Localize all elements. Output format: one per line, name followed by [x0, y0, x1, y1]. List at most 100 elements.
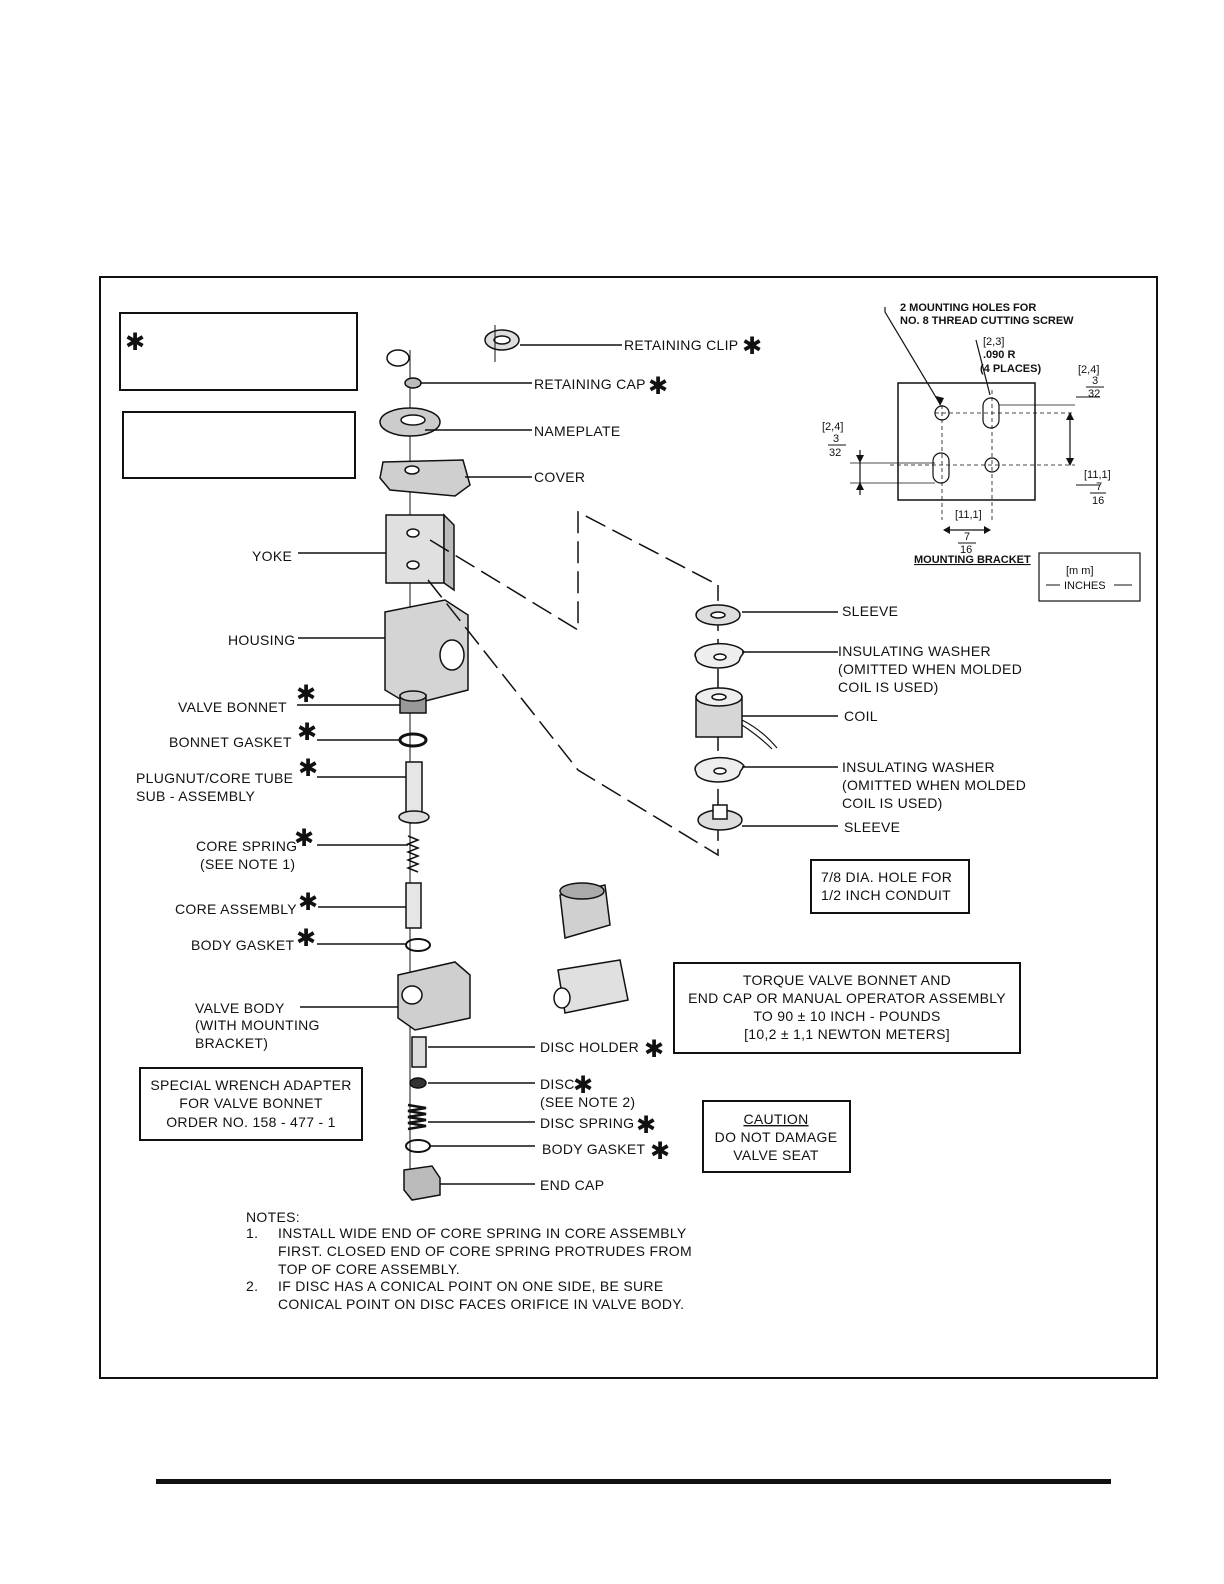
star-retaining-clip-icon: ✱ — [742, 332, 762, 360]
body-gasket-top-icon — [405, 938, 431, 952]
sleeve-bottom-icon — [697, 804, 743, 831]
torque-line2: END CAP OR MANUAL OPERATOR ASSEMBLY — [688, 990, 1006, 1006]
mounting-bracket-drawing — [850, 307, 1100, 534]
coil-icon — [695, 687, 778, 750]
caution-line1: DO NOT DAMAGE — [715, 1129, 838, 1145]
caution-box — [702, 1100, 851, 1173]
manual-operator-icon — [553, 882, 629, 1014]
core-spring-icon — [405, 835, 421, 873]
disc-spring-icon — [407, 1103, 427, 1131]
star-body-gasket-bottom-icon: ✱ — [650, 1137, 670, 1165]
label-insulating-top-line2: (OMITTED WHEN MOLDED — [838, 661, 1022, 677]
torque-line3: TO 90 ± 10 INCH - POUNDS — [753, 1008, 940, 1024]
housing-icon — [384, 599, 469, 706]
wrench-note-box — [139, 1067, 363, 1141]
label-disc-line2: (SEE NOTE 2) — [540, 1094, 635, 1110]
label-core-assembly: CORE ASSEMBLY — [175, 901, 297, 917]
label-sleeve-bottom: SLEEVE — [844, 819, 900, 835]
star-core-assembly-icon: ✱ — [298, 888, 318, 916]
torque-note-box — [673, 962, 1021, 1054]
label-insulating-bottom-line1: INSULATING WASHER — [842, 759, 995, 775]
mounting-left-den: 32 — [829, 447, 841, 459]
star-core-spring-icon: ✱ — [294, 824, 314, 852]
valve-bonnet-icon — [399, 690, 427, 714]
insulating-washer-bottom-icon — [694, 756, 745, 783]
label-cover: COVER — [534, 469, 585, 485]
mounting-right-top-den: 32 — [1088, 388, 1100, 400]
star-body-gasket-top-icon: ✱ — [296, 924, 316, 952]
label-retaining-cap: RETAINING CAP — [534, 376, 646, 392]
note-1-line1: INSTALL WIDE END OF CORE SPRING IN CORE … — [278, 1225, 687, 1241]
mounting-r-metric: [2,3] — [983, 336, 1004, 348]
diagram-frame — [99, 276, 1158, 1379]
mounting-bracket-title: MOUNTING BRACKET — [914, 554, 1031, 566]
star-bonnet-gasket-icon: ✱ — [297, 718, 317, 746]
label-plugnut-line1: PLUGNUT/CORE TUBE — [136, 770, 293, 786]
page-bottom-rule — [156, 1479, 1111, 1484]
label-insulating-top-line3: COIL IS USED) — [838, 679, 939, 695]
wrench-line2: FOR VALVE BONNET — [179, 1095, 323, 1111]
star-disc-holder-icon: ✱ — [644, 1035, 664, 1063]
label-valve-body-line2: (WITH MOUNTING — [195, 1017, 320, 1033]
units-bottom: INCHES — [1064, 580, 1106, 592]
label-insulating-top-line1: INSULATING WASHER — [838, 643, 991, 659]
label-disc-holder: DISC HOLDER — [540, 1039, 639, 1055]
star-valve-bonnet-icon: ✱ — [296, 680, 316, 708]
conduit-line1: 7/8 DIA. HOLE FOR — [821, 869, 952, 885]
caution-title: CAUTION — [743, 1111, 808, 1127]
note-2-number: 2. — [246, 1278, 258, 1294]
disc-holder-icon — [411, 1036, 427, 1068]
mounting-r-places: (4 PLACES) — [980, 363, 1041, 375]
yoke-icon — [385, 513, 455, 592]
note-1-number: 1. — [246, 1225, 258, 1241]
retaining-cap-icon — [386, 349, 422, 389]
star-retaining-cap-icon: ✱ — [648, 372, 668, 400]
caution-line2: VALVE SEAT — [733, 1147, 819, 1163]
star-disc-icon: ✱ — [573, 1071, 593, 1099]
note-1-line3: TOP OF CORE ASSEMBLY. — [278, 1261, 460, 1277]
wrench-line3: ORDER NO. 158 - 477 - 1 — [166, 1114, 336, 1130]
mounting-bottom-num: 7 — [964, 531, 970, 543]
units-box — [1038, 552, 1141, 602]
nameplate-icon — [379, 407, 441, 437]
mounting-right-bottom-metric: [11,1] — [1084, 469, 1111, 481]
label-valve-body-line1: VALVE BODY — [195, 1000, 285, 1016]
label-bonnet-gasket: BONNET GASKET — [169, 734, 292, 750]
end-cap-icon — [403, 1165, 441, 1201]
label-insulating-bottom-line3: COIL IS USED) — [842, 795, 943, 811]
core-assembly-icon — [405, 882, 422, 929]
mounting-holes-line2: NO. 8 THREAD CUTTING SCREW — [900, 315, 1074, 327]
mounting-holes-line1: 2 MOUNTING HOLES FOR — [900, 302, 1036, 314]
label-retaining-clip: RETAINING CLIP — [624, 337, 738, 353]
mounting-r-value: .090 R — [983, 349, 1015, 361]
star-disc-spring-icon: ✱ — [636, 1111, 656, 1139]
label-end-cap: END CAP — [540, 1177, 604, 1193]
units-top: [m m] — [1066, 565, 1094, 577]
plugnut-core-tube-icon — [398, 761, 430, 824]
mounting-bottom-den: 16 — [960, 544, 972, 556]
label-yoke: YOKE — [252, 548, 292, 564]
wrench-line1: SPECIAL WRENCH ADAPTER — [150, 1077, 351, 1093]
retaining-clip-icon — [484, 325, 520, 362]
mounting-left-metric: [2,4] — [822, 421, 843, 433]
label-nameplate: NAMEPLATE — [534, 423, 620, 439]
conduit-line2: 1/2 INCH CONDUIT — [821, 887, 951, 903]
legend-star-icon: ✱ — [125, 328, 145, 356]
mounting-right-top-num: 3 — [1092, 375, 1098, 387]
valve-body-icon — [397, 961, 471, 1031]
mounting-left-num: 3 — [833, 433, 839, 445]
notes-heading: NOTES: — [246, 1209, 300, 1225]
label-plugnut-line2: SUB - ASSEMBLY — [136, 788, 255, 804]
note-2-line1: IF DISC HAS A CONICAL POINT ON ONE SIDE,… — [278, 1278, 663, 1294]
label-core-spring-line1: CORE SPRING — [196, 838, 297, 854]
label-disc-line1: DISC — [540, 1076, 575, 1092]
note-2-line2: CONICAL POINT ON DISC FACES ORIFICE IN V… — [278, 1296, 684, 1312]
disc-icon — [409, 1077, 427, 1089]
star-plugnut-icon: ✱ — [298, 754, 318, 782]
label-disc-spring: DISC SPRING — [540, 1115, 634, 1131]
legend-box-empty — [122, 411, 356, 479]
legend-box-spare-parts — [119, 312, 358, 391]
mounting-right-bottom-num: 7 — [1096, 481, 1102, 493]
torque-line4: [10,2 ± 1,1 NEWTON METERS] — [744, 1026, 950, 1042]
